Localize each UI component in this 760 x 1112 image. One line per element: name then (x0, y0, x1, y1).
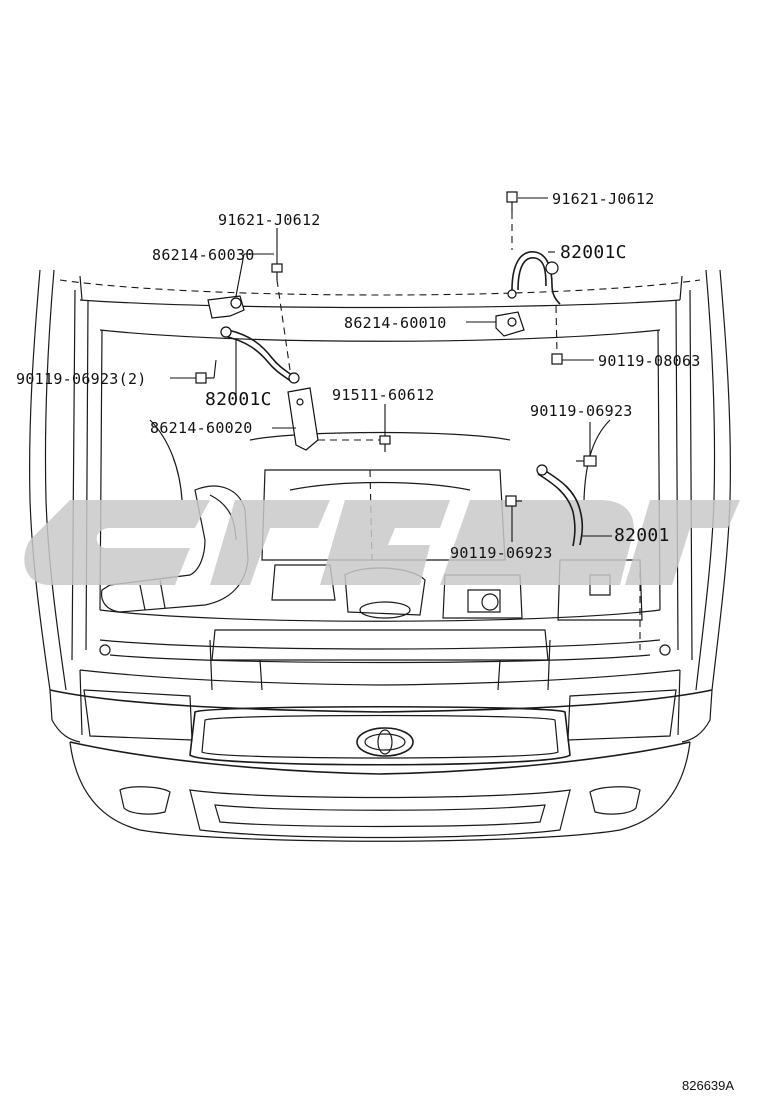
harness-82001c-left (220, 326, 300, 384)
label-91511-60612: 91511-60612 (332, 386, 435, 404)
label-90119-08063: 90119-08063 (598, 352, 701, 370)
label-86214-60020: 86214-60020 (150, 419, 253, 437)
bracket-86214-60020 (287, 387, 319, 451)
watermark-logo-icon (24, 500, 740, 585)
label-91621-j0612-left: 91621-J0612 (218, 211, 321, 229)
harness-82001c-right (507, 251, 561, 305)
label-90119-06923-2: 90119-06923(2) (16, 370, 147, 388)
reference-code: 826639A (682, 1078, 734, 1093)
part-labels: 91621-J0612 86214-60030 90119-06923(2) 8… (16, 190, 734, 1093)
label-91621-j0612-right: 91621-J0612 (552, 190, 655, 208)
leader-lines (170, 197, 612, 542)
label-90119-06923-right: 90119-06923 (530, 402, 633, 420)
label-82001: 82001 (614, 525, 670, 546)
label-90119-06923-lower: 90119-06923 (450, 544, 553, 562)
harness-82001-right-lower (536, 464, 584, 547)
bolt-90119-06923-left (195, 372, 214, 384)
bolt-90119-06923-lower (505, 495, 522, 507)
label-82001c-right: 82001C (560, 242, 627, 263)
bolt-90119-06923-right (576, 455, 597, 467)
label-86214-60030: 86214-60030 (152, 246, 255, 264)
bolt-91621-j0612-right (506, 191, 518, 212)
sensor-86214-60030 (207, 295, 245, 319)
bolt-91621-j0612-left (271, 263, 283, 280)
label-86214-60010: 86214-60010 (344, 314, 447, 332)
toyota-emblem-icon (356, 727, 414, 757)
label-82001c-left: 82001C (205, 389, 272, 410)
sensor-86214-60010 (495, 311, 525, 337)
bolt-91511-60612 (379, 435, 391, 452)
bolt-90119-08063 (551, 353, 563, 365)
